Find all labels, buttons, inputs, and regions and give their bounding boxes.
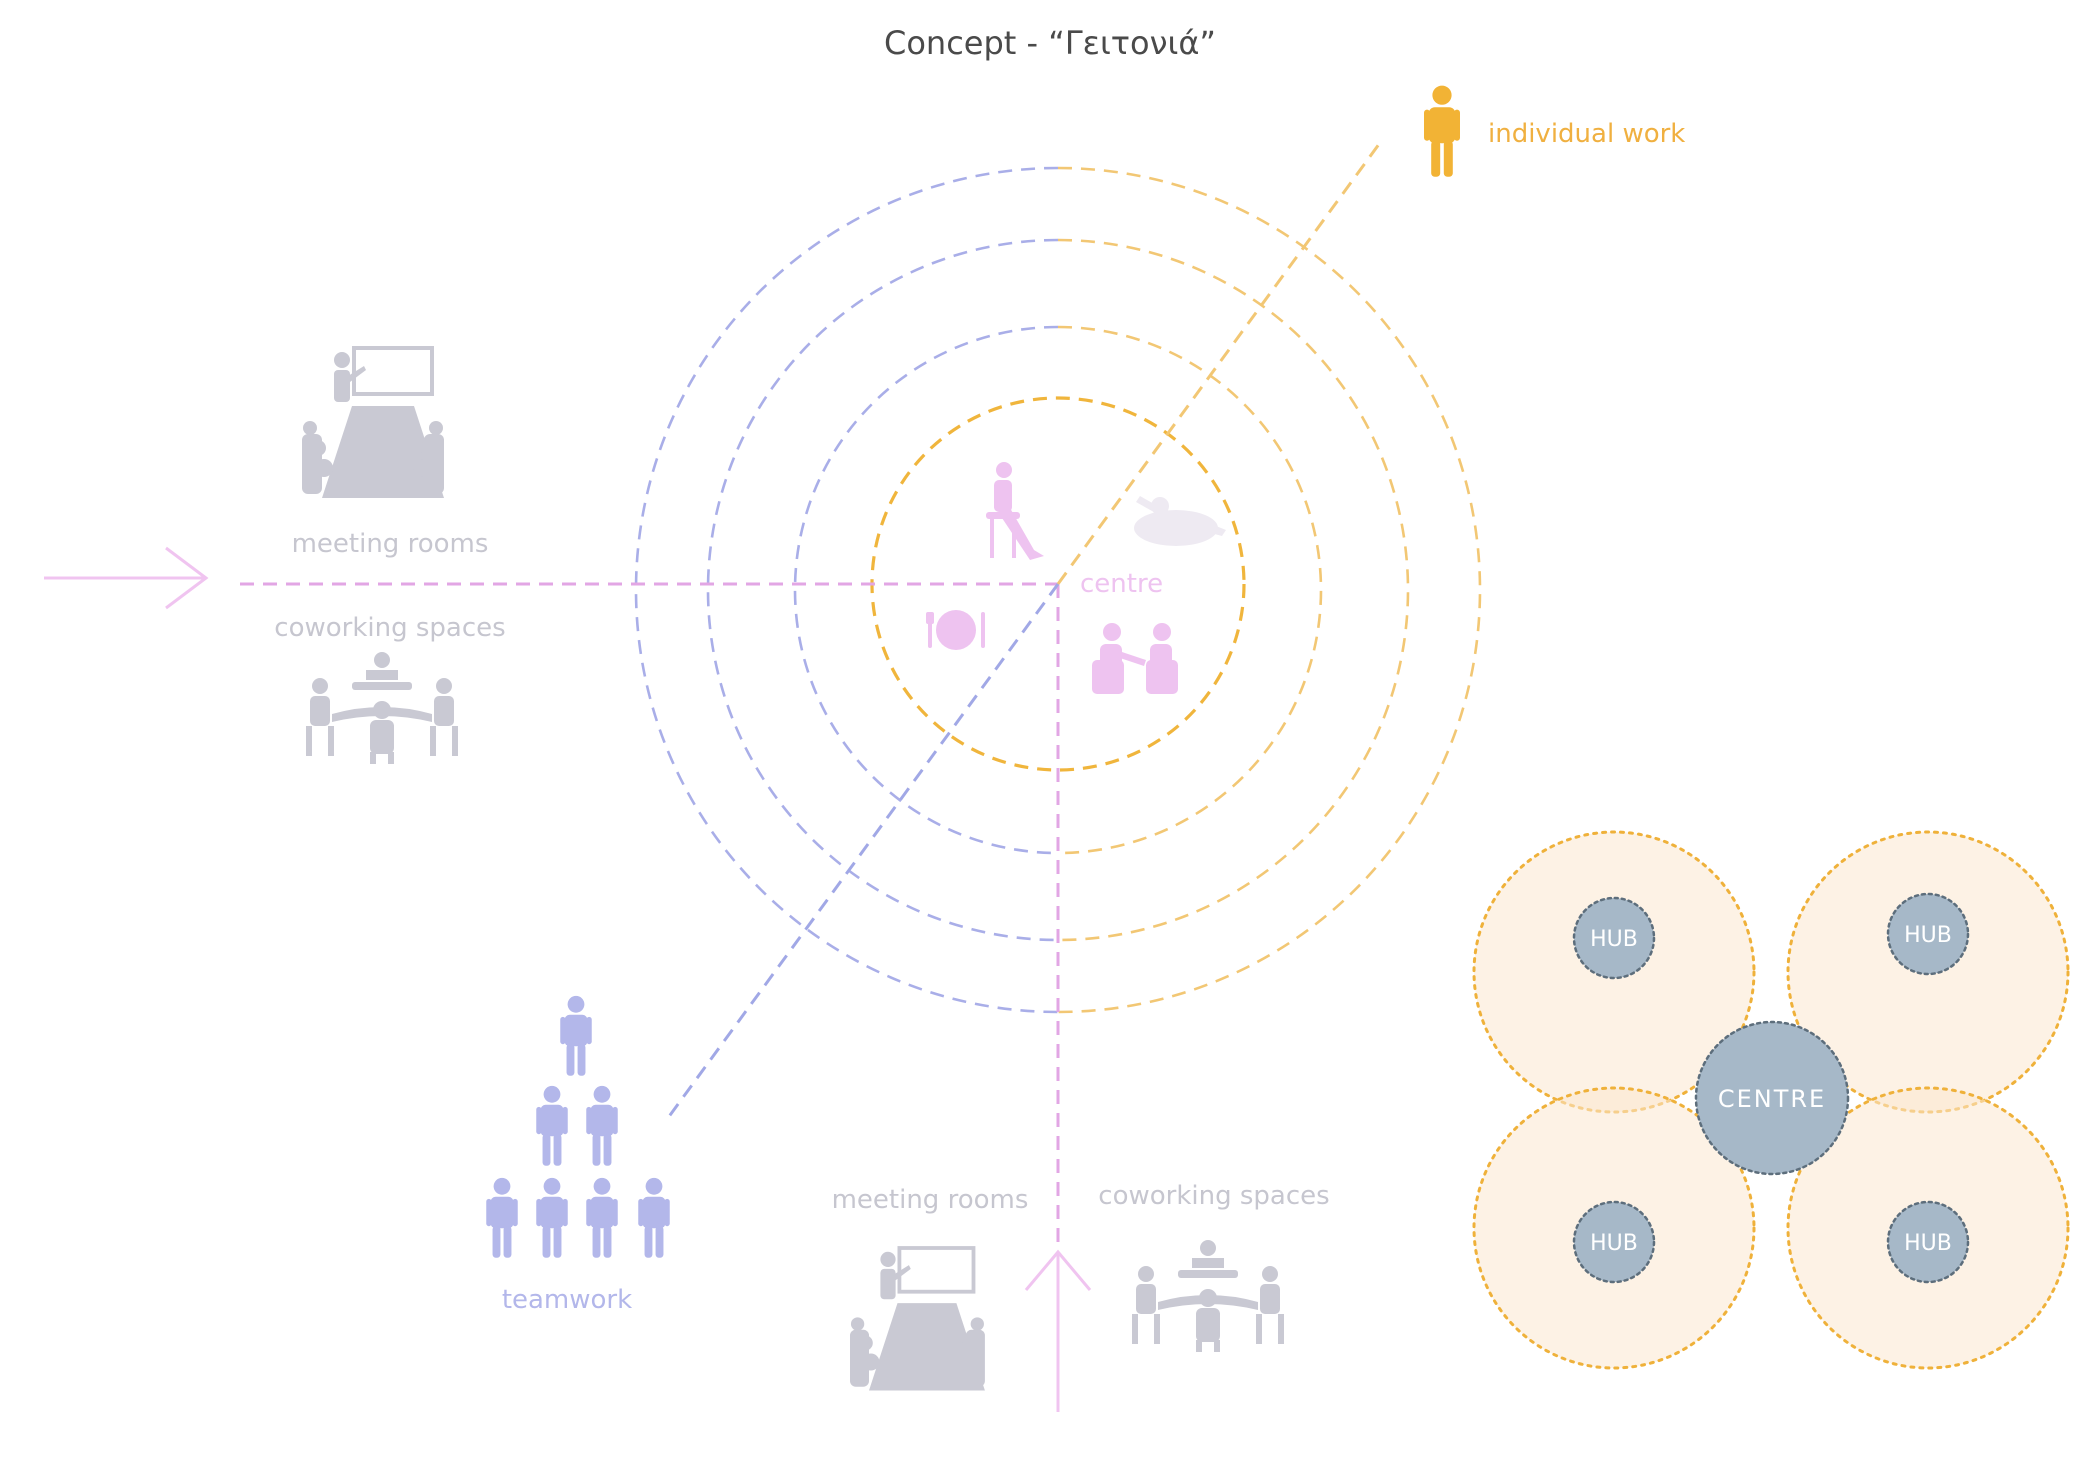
label-meeting-rooms-bottom: meeting rooms — [832, 1185, 1029, 1215]
ring-2-orange — [1057, 325, 1323, 855]
hub-label: HUB — [1904, 1231, 1952, 1256]
ring-outer-orange — [1057, 166, 1482, 1014]
plate-cutlery-icon — [926, 610, 985, 650]
arrow-right-icon — [44, 546, 209, 610]
ring-2-purple — [793, 325, 1059, 855]
meeting-table-icon-bottom — [848, 1246, 987, 1393]
hub-bottom-left — [1572, 1200, 1656, 1284]
hub-label: HUB — [1590, 1231, 1638, 1256]
ring-3-orange — [1057, 238, 1410, 942]
hub-label: HUB — [1590, 927, 1638, 952]
teamwork-pyramid-icon — [486, 995, 670, 1258]
reclining-person-icon — [1134, 496, 1226, 546]
meeting-table-icon — [300, 346, 446, 500]
label-coworking-bottom: coworking spaces — [1098, 1181, 1329, 1211]
hub-diagram: HUB HUB HUB HUB CENTRE — [1472, 830, 2070, 1370]
coworking-table-icon — [306, 652, 458, 764]
page-title: Concept - “Γειτονιά” — [884, 24, 1216, 62]
hub-bottom-right — [1886, 1200, 1970, 1284]
stool-sitter-icon — [986, 462, 1044, 560]
arrow-up-icon — [1024, 1249, 1092, 1412]
label-meeting-rooms-left: meeting rooms — [292, 529, 489, 559]
person-icon — [1424, 85, 1460, 177]
centre-node — [1694, 1020, 1850, 1176]
hub-top-left — [1572, 896, 1656, 980]
coworking-table-icon-bottom — [1132, 1240, 1284, 1352]
label-teamwork: teamwork — [502, 1285, 632, 1315]
centre-label: CENTRE — [1718, 1085, 1826, 1113]
ring-outer-purple — [634, 166, 1059, 1014]
label-individual-work: individual work — [1488, 119, 1685, 149]
label-centre: centre — [1080, 569, 1163, 599]
hub-top-right — [1886, 892, 1970, 976]
ring-3-purple — [706, 238, 1059, 942]
hub-label: HUB — [1904, 923, 1952, 948]
label-coworking-left: coworking spaces — [274, 613, 505, 643]
axis-teamwork — [663, 583, 1060, 1123]
axis-individual — [1056, 139, 1384, 585]
conversation-icon — [1092, 623, 1178, 694]
